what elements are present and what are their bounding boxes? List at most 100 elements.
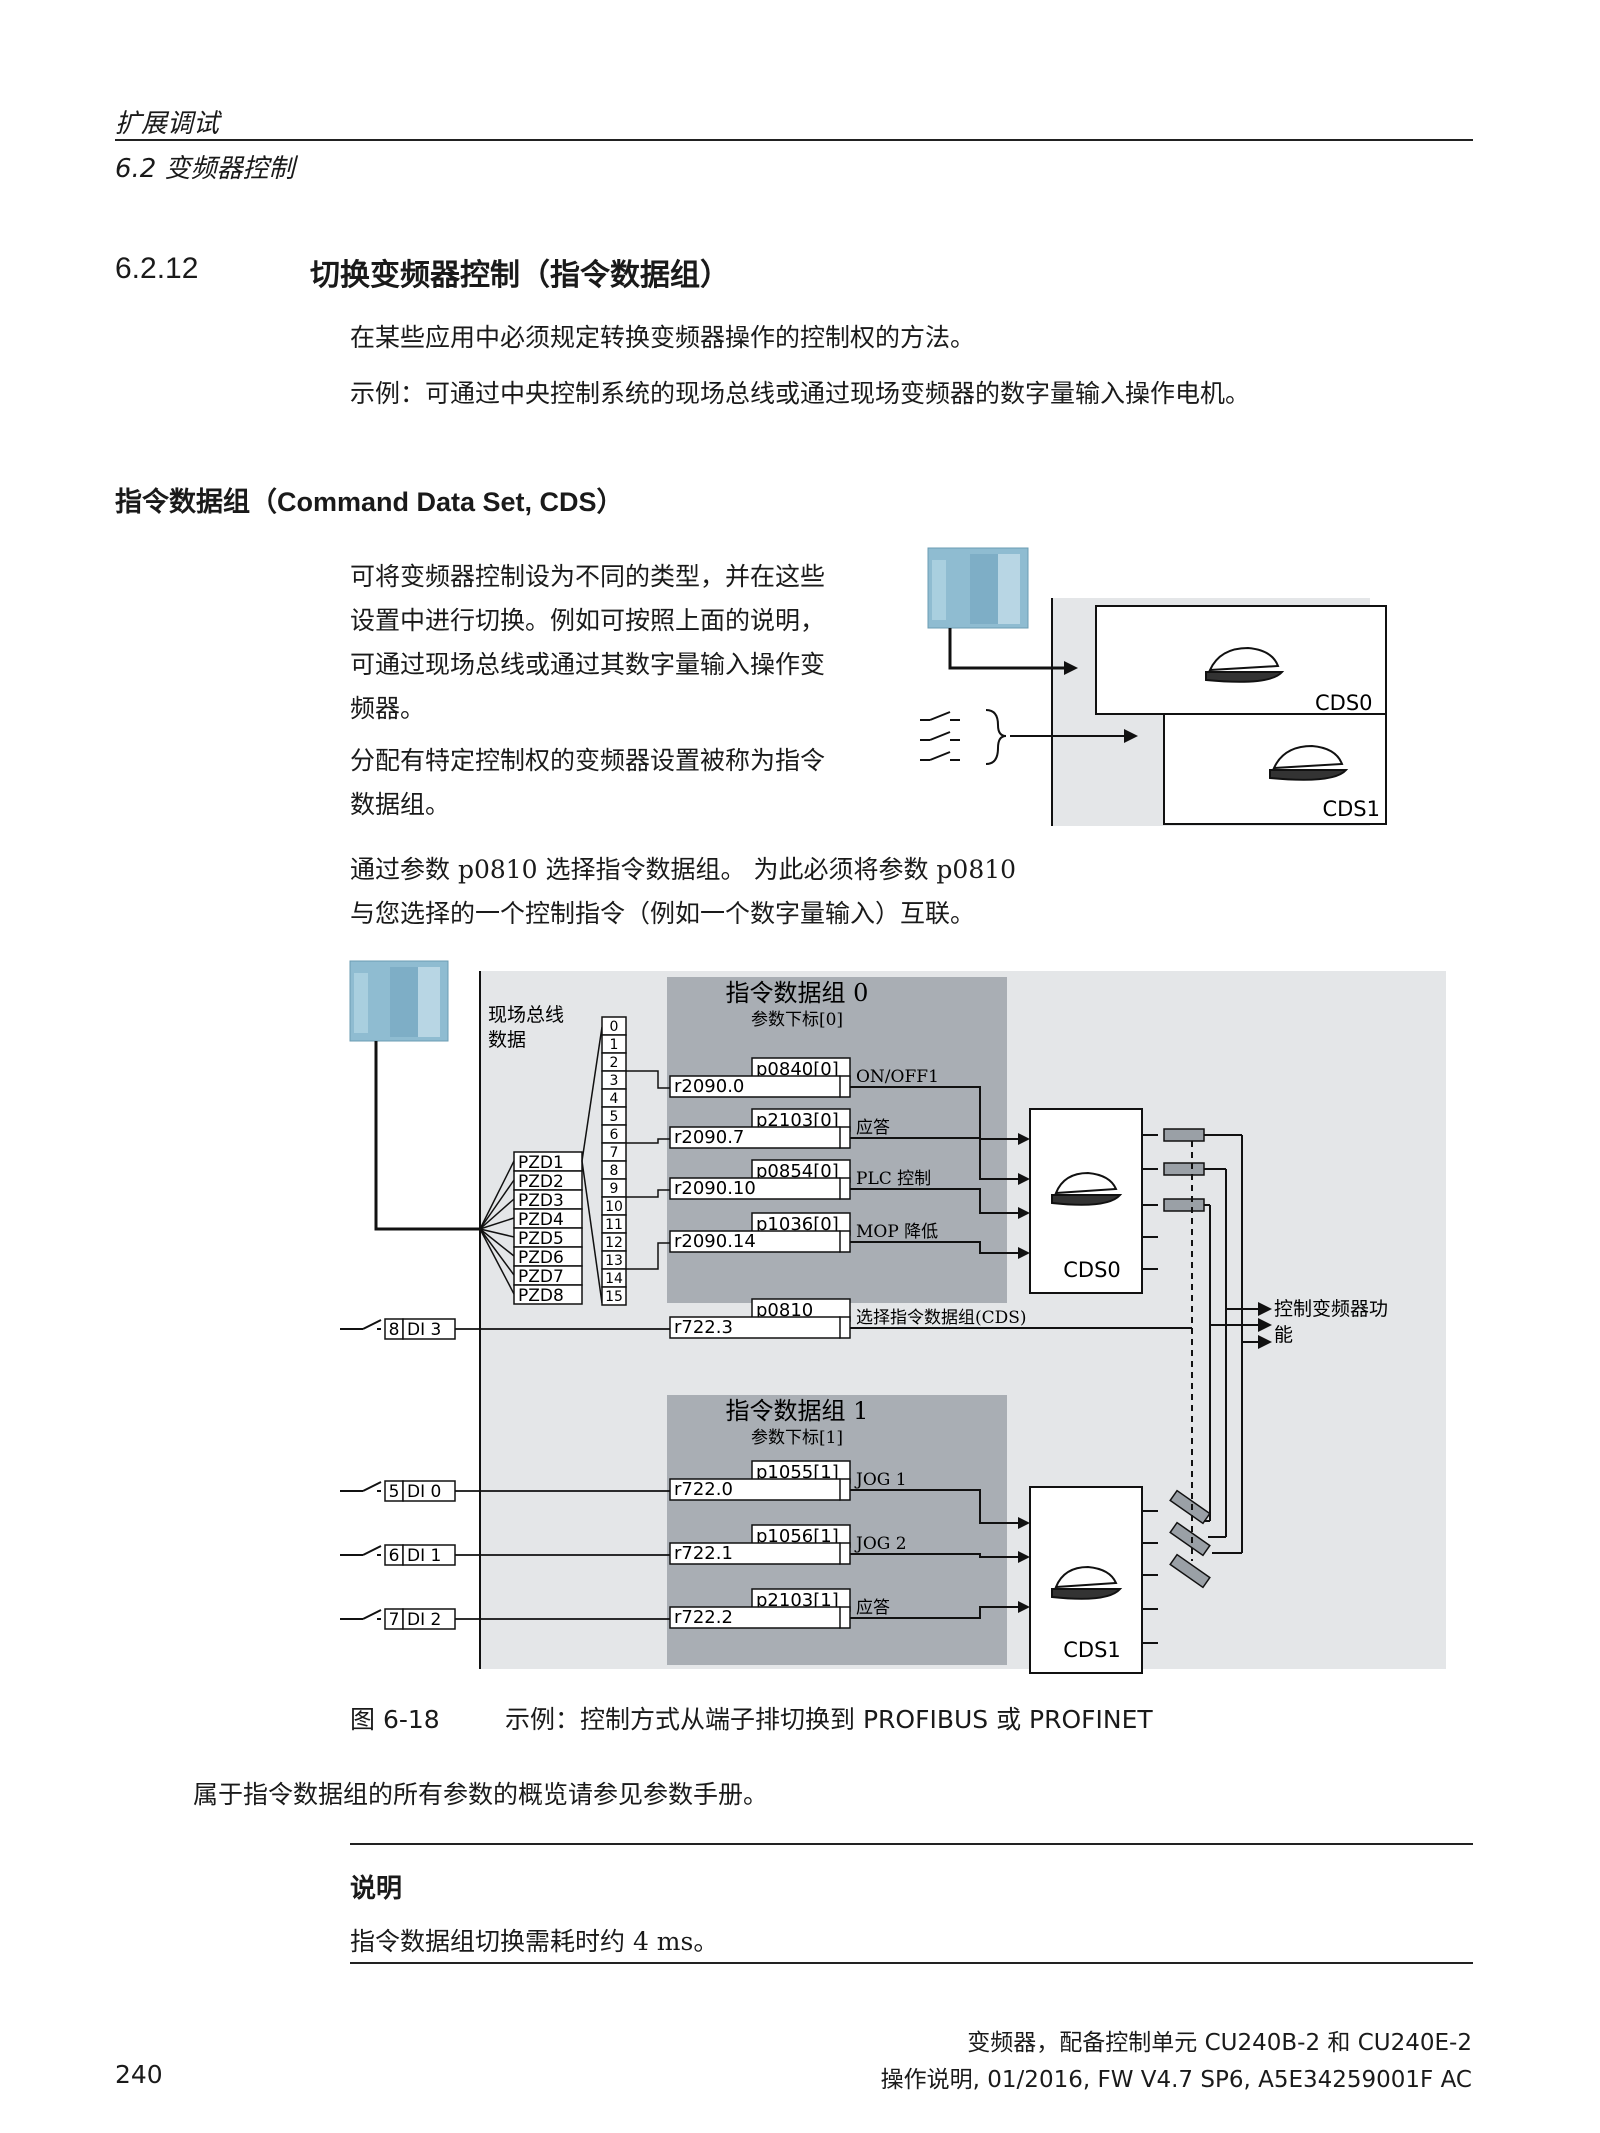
cds-link <box>850 1241 1020 1254</box>
param-tail <box>839 1316 851 1339</box>
arrow-head <box>1018 1207 1030 1219</box>
function-label: MOP 降低 <box>856 1222 938 1242</box>
intro-line: 频器。 <box>350 694 426 723</box>
function-label: 应答 <box>856 1598 890 1618</box>
cds0-group-sub: 参数下标[0] <box>751 1010 843 1030</box>
arrow-head <box>1018 1133 1030 1145</box>
cds-link <box>850 1086 1020 1140</box>
fieldbus-label: 现场总线 <box>488 1004 564 1026</box>
note-rule-top <box>350 1843 1473 1845</box>
param-tail <box>839 1177 851 1200</box>
page-number: 240 <box>115 2060 163 2089</box>
cds-overview-illustration: CDS0 CDS1 <box>920 547 1387 826</box>
cds-figure: 现场总线 数据 PZD1PZD2PZD3PZD4PZD5PZD6PZD7PZD8… <box>340 960 1446 1674</box>
bit-label: 12 <box>605 1235 623 1251</box>
paragraph-2: 示例：可通过中央控制系统的现场总线或通过现场变频器的数字量输入操作电机。 <box>350 379 1251 408</box>
cds0-label: CDS0 <box>1063 1258 1121 1282</box>
param-label: p1055[1] <box>756 1462 839 1483</box>
header-chapter: 扩展调试 <box>115 109 220 139</box>
bit-label: 3 <box>610 1073 619 1089</box>
di-label: DI 0 <box>407 1482 441 1502</box>
pzd-label: PZD3 <box>518 1191 564 1211</box>
source-label: r2090.10 <box>674 1178 756 1199</box>
bit-label: 13 <box>605 1253 623 1269</box>
bit-label: 11 <box>605 1217 623 1233</box>
switch-icon <box>920 709 1007 765</box>
source-label: r722.1 <box>674 1543 733 1564</box>
note-rule-bottom <box>350 1962 1473 1964</box>
di-label: DI 1 <box>407 1546 441 1566</box>
bit-label: 8 <box>610 1163 619 1179</box>
p0810-line-1: 通过参数 p0810 选择指令数据组。 为此必须将参数 p0810 <box>350 855 1017 884</box>
arrow-head <box>1124 729 1138 743</box>
pzd-label: PZD5 <box>518 1229 564 1249</box>
switch-blade <box>362 1319 382 1330</box>
cds1-small-label: CDS1 <box>1322 797 1380 821</box>
function-label: PLC 控制 <box>856 1169 931 1189</box>
cds-subheading: 指令数据组（Command Data Set, CDS） <box>115 487 624 517</box>
param-tail <box>839 1126 851 1149</box>
param-label: p1036[0] <box>756 1214 839 1235</box>
param-label: p0810 <box>756 1300 813 1321</box>
cds-link <box>850 1553 1020 1558</box>
output-label: 控制变频器功 <box>1274 1298 1388 1320</box>
pzd-label: PZD7 <box>518 1267 564 1287</box>
source-label: r2090.0 <box>674 1076 744 1097</box>
pzd-label: PZD2 <box>518 1172 564 1192</box>
pzd-label: PZD1 <box>518 1153 564 1173</box>
function-label: JOG 2 <box>854 1534 907 1554</box>
bit-label: 1 <box>610 1037 619 1053</box>
fieldbus-line <box>948 628 1070 670</box>
cap-icon <box>1205 646 1285 683</box>
pzd-label: PZD8 <box>518 1286 564 1306</box>
bit-cell <box>601 1286 627 1306</box>
bit-label: 14 <box>605 1271 623 1287</box>
param-label: p1056[1] <box>756 1526 839 1547</box>
bit-link <box>626 1242 670 1270</box>
source-label: r722.3 <box>674 1317 733 1338</box>
note-title: 说明 <box>350 1874 403 1904</box>
arrow-head <box>1018 1601 1030 1613</box>
section-title: 切换变频器控制（指令数据组） <box>310 258 730 293</box>
output-label: 能 <box>1274 1324 1293 1346</box>
intro-line: 分配有特定控制权的变频器设置被称为指令 <box>350 746 826 775</box>
source-label: r2090.14 <box>674 1231 756 1252</box>
cap-icon <box>1269 744 1349 781</box>
bit-link <box>626 1070 670 1089</box>
bit-fan <box>581 1026 603 1304</box>
output-arrows <box>1258 1302 1272 1349</box>
cds-link <box>850 1137 1020 1180</box>
param-label: p0840[0] <box>756 1059 839 1080</box>
bit-label: 9 <box>610 1181 619 1197</box>
intro-line: 数据组。 <box>350 790 451 819</box>
cds-link <box>850 1606 1020 1619</box>
terminal-number: 5 <box>389 1482 400 1502</box>
intro-text: 可将变频器控制设为不同的类型，并在这些 设置中进行切换。例如可按照上面的说明， … <box>350 555 910 835</box>
arrow-head <box>1018 1551 1030 1563</box>
cds0-small-label: CDS0 <box>1315 691 1373 715</box>
terminal-number: 6 <box>389 1546 400 1566</box>
arrow-head <box>1018 1247 1030 1259</box>
bit-label: 5 <box>610 1109 619 1125</box>
p0810-line-2: 与您选择的一个控制指令（例如一个数字量输入）互联。 <box>350 899 976 928</box>
cds-link <box>850 1188 1020 1214</box>
source-label: r722.0 <box>674 1479 733 1500</box>
plc-icon <box>927 547 1029 629</box>
cds1-group-title: 指令数据组 1 <box>726 1397 869 1425</box>
cds1-group-sub: 参数下标[1] <box>751 1428 843 1448</box>
arrow-head <box>1018 1173 1030 1185</box>
figure-number: 图 6-18 <box>350 1705 440 1734</box>
pzd-fan <box>479 1160 515 1295</box>
cds-link <box>850 1489 1020 1524</box>
bit-label: 4 <box>610 1091 619 1107</box>
bit-label: 0 <box>610 1019 619 1035</box>
param-label: p0854[0] <box>756 1161 839 1182</box>
intro-line: 设置中进行切换。例如可按照上面的说明， <box>350 606 826 635</box>
param-tail <box>839 1230 851 1253</box>
bit-label: 10 <box>605 1199 623 1215</box>
function-label: ON/OFF1 <box>856 1067 939 1087</box>
bit-label: 6 <box>610 1127 619 1143</box>
